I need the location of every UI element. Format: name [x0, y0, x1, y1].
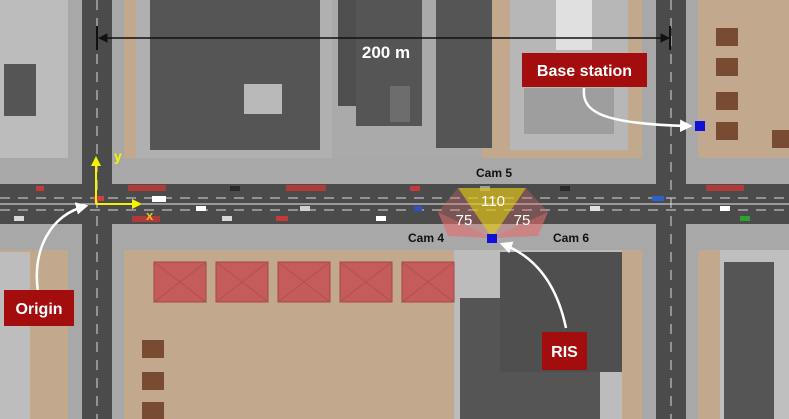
cam5-label: Cam 5: [476, 166, 512, 180]
base-station-label: Base station: [537, 63, 632, 80]
cam6-label: Cam 6: [553, 231, 589, 245]
cam6-angle: 75: [514, 212, 531, 229]
axis-x-label: x: [146, 208, 154, 223]
ris-marker: [487, 234, 497, 243]
cam5-angle: 110: [481, 193, 505, 210]
pointer-arrow-icons: [35, 87, 693, 329]
base-station-callout: [522, 53, 647, 87]
ris-callout: [542, 332, 587, 370]
axis-y-label: y: [114, 148, 122, 164]
cam4-label: Cam 4: [408, 231, 444, 245]
ris-label: RIS: [551, 344, 578, 361]
roof-ridges: [153, 261, 455, 303]
brown-houses: [142, 28, 789, 419]
cam4-angle: 75: [456, 212, 473, 229]
distance-arrow-icon: [96, 26, 671, 50]
camera-fov: [438, 188, 548, 238]
origin-callout: [4, 290, 74, 326]
base-station-marker: [695, 121, 705, 131]
distance-label: 200 m: [362, 43, 410, 62]
coordinate-axes-icon: [91, 156, 142, 209]
origin-label: Origin: [15, 301, 62, 318]
